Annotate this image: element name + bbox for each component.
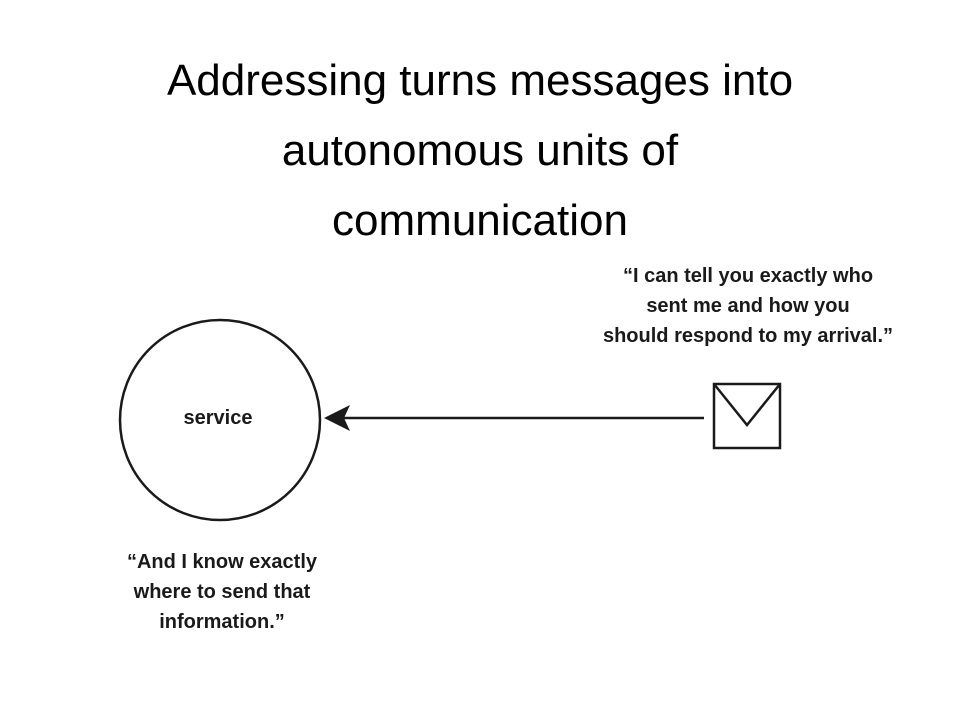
message-quote-line-1: “I can tell you exactly who bbox=[623, 265, 873, 287]
message-quote-line-3: should respond to my arrival.” bbox=[603, 325, 893, 347]
envelope-flap bbox=[713, 383, 781, 427]
service-quote-line-1: “And I know exactly bbox=[127, 551, 318, 573]
slide-title: Addressing turns messages into autonomou… bbox=[40, 46, 920, 256]
arrow-left-icon bbox=[324, 405, 704, 431]
title-line-3: communication bbox=[332, 196, 628, 245]
title-line-2: autonomous units of bbox=[281, 126, 679, 175]
service-label: service bbox=[184, 407, 253, 429]
message-quote-line-2: sent me and how you bbox=[646, 295, 849, 317]
title-line-1: Addressing turns messages into bbox=[166, 56, 794, 105]
message-quote: “I can tell you exactly who sent me and … bbox=[603, 265, 893, 347]
service-node bbox=[118, 318, 322, 522]
service-quote: “And I know exactly where to send that i… bbox=[127, 551, 318, 633]
envelope-icon bbox=[712, 382, 782, 450]
service-quote-line-3: information.” bbox=[159, 611, 285, 633]
message-arrow-head bbox=[324, 405, 350, 431]
envelope-body bbox=[712, 382, 782, 450]
service-quote-line-2: where to send that bbox=[133, 581, 311, 603]
